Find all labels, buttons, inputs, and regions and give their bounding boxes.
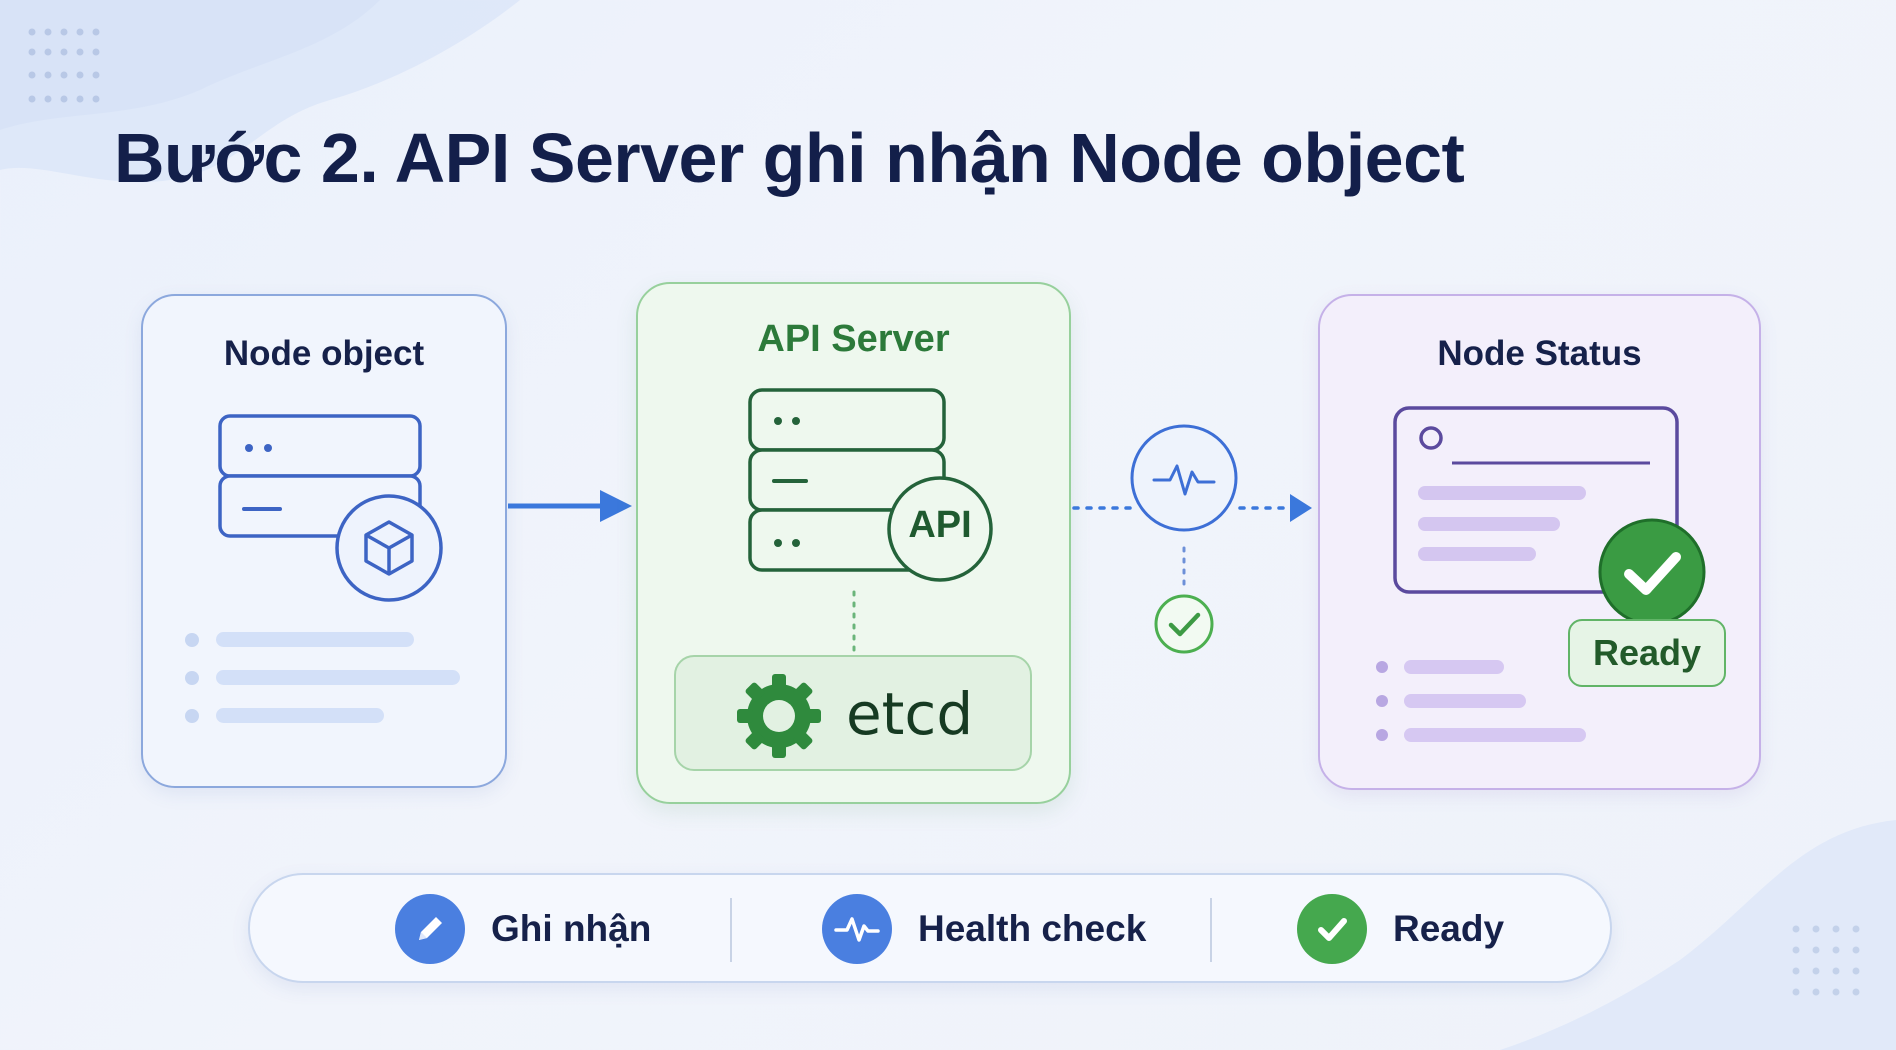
health-check-flow bbox=[1072, 424, 1312, 654]
pencil-icon bbox=[395, 894, 465, 964]
legend-label-ready: Ready bbox=[1393, 908, 1505, 949]
legend-divider bbox=[730, 898, 732, 962]
legend-bar bbox=[248, 873, 1612, 983]
node-object-lines bbox=[185, 632, 460, 723]
page-title: Bước 2. API Server ghi nhận Node object bbox=[114, 119, 1465, 197]
heartbeat-icon bbox=[822, 894, 892, 964]
legend-item-ready: Ready bbox=[1297, 893, 1504, 965]
node-object-title: Node object bbox=[223, 334, 425, 373]
node-status-title: Node Status bbox=[1437, 334, 1642, 373]
legend-label-ghi-nhan: Ghi nhận bbox=[491, 908, 652, 949]
api-server-icon bbox=[748, 388, 993, 582]
check-icon bbox=[1297, 894, 1367, 964]
node-server-icon bbox=[218, 414, 443, 602]
etcd-gear-icon bbox=[737, 674, 821, 758]
etcd-box bbox=[674, 655, 1032, 771]
dotted-connector bbox=[852, 590, 856, 656]
etcd-label: etcd bbox=[846, 680, 974, 748]
legend-label-health-check: Health check bbox=[918, 908, 1147, 949]
legend-item-ghi-nhan: Ghi nhận bbox=[395, 893, 651, 965]
node-object-panel: Node object bbox=[141, 294, 507, 788]
ready-badge: Ready bbox=[1568, 619, 1726, 687]
node-status-lines bbox=[1376, 660, 1586, 742]
api-server-title: API Server bbox=[757, 318, 950, 360]
api-badge-label: API bbox=[908, 504, 972, 546]
arrow-icon bbox=[508, 490, 632, 522]
legend-item-health-check: Health check bbox=[822, 893, 1146, 965]
legend-divider bbox=[1210, 898, 1212, 962]
ready-check-icon bbox=[1598, 518, 1706, 626]
